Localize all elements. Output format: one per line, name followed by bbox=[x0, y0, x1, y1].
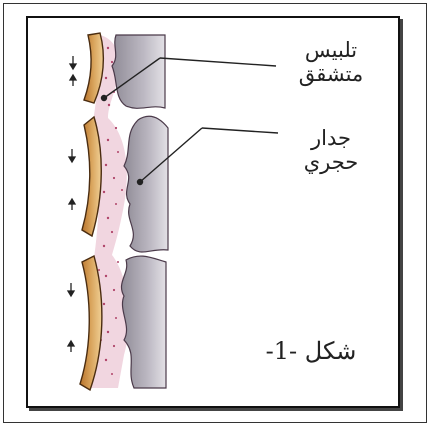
stone-middle bbox=[124, 116, 168, 252]
cracked-plaster-label: تلبيس متشقق bbox=[276, 38, 386, 86]
stone-bottom bbox=[121, 256, 166, 388]
stone-top bbox=[112, 35, 165, 108]
stone-wall-label-line2: حجري bbox=[276, 150, 386, 174]
cracked-plaster-label-line1: تلبيس bbox=[276, 38, 386, 62]
stone-wall-label-line1: جدار bbox=[276, 126, 386, 150]
stone-wall-label: جدار حجري bbox=[276, 126, 386, 174]
cracked-plaster-label-line2: متشقق bbox=[276, 62, 386, 86]
figure-caption: شكل -1- bbox=[236, 337, 386, 365]
movement-arrows bbox=[68, 56, 76, 352]
